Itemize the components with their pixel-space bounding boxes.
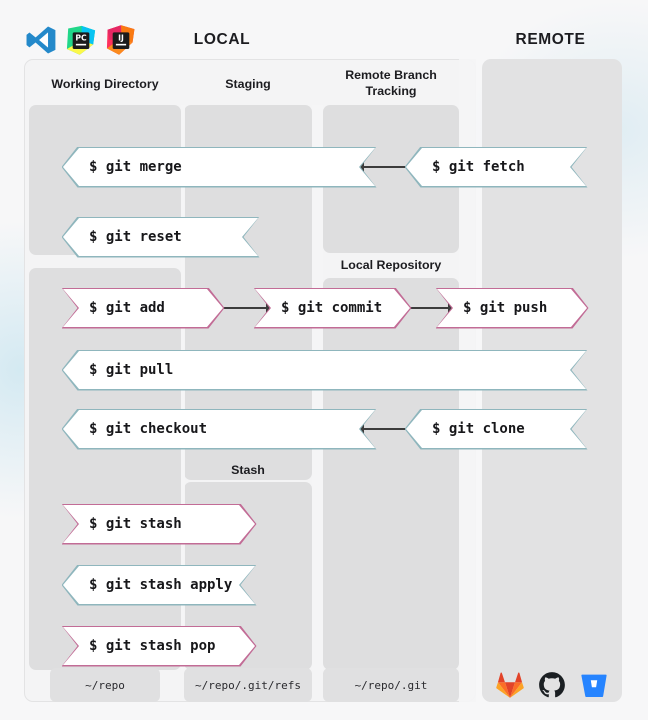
command-label-git-reset: $ git reset [63,218,258,256]
path-label-staging: ~/repo/.git/refs [184,668,312,702]
command-label-git-stash: $ git stash [63,505,255,543]
remote-zone-title: REMOTE [515,31,586,48]
section-label-local-repository: Local Repository [340,258,442,272]
command-git-push[interactable]: $ git push [437,289,587,327]
command-git-commit[interactable]: $ git commit [255,289,410,327]
command-git-clone[interactable]: $ git clone [406,410,586,448]
remote-service-icon-group [482,664,622,706]
command-label-git-stash-apply: $ git stash apply [63,566,255,604]
connector-fetch-to-merge [363,166,417,168]
command-label-git-merge: $ git merge [63,148,375,186]
bitbucket-icon[interactable] [580,671,608,699]
vscode-icon[interactable] [25,24,57,56]
connector-add-to-commit [218,307,270,309]
command-label-git-commit: $ git commit [255,289,410,327]
command-label-git-stash-pop: $ git stash pop [63,627,255,665]
column-header-remote-branch-tracking: Remote Branch Tracking [320,67,462,99]
rbt-header-line1: Remote Branch [345,68,437,82]
connector-clone-to-checkout [363,428,417,430]
command-git-merge[interactable]: $ git merge [63,148,375,186]
connector-commit-to-push [400,307,452,309]
command-git-stash[interactable]: $ git stash [63,505,255,543]
command-git-checkout[interactable]: $ git checkout [63,410,375,448]
command-label-git-clone: $ git clone [406,410,586,448]
intellij-icon[interactable]: IJ [105,24,137,56]
command-git-pull[interactable]: $ git pull [63,351,586,389]
column-header-staging: Staging [225,77,271,91]
command-git-stash-pop[interactable]: $ git stash pop [63,627,255,665]
command-git-stash-apply[interactable]: $ git stash apply [63,566,255,604]
command-label-git-checkout: $ git checkout [63,410,375,448]
topbar: PC IJ LOCAL REMOTE [0,0,648,62]
command-label-git-pull: $ git pull [63,351,586,389]
local-repository-track [323,278,459,670]
svg-text:IJ: IJ [118,34,124,43]
section-label-stash: Stash [231,463,265,477]
command-git-add[interactable]: $ git add [63,289,223,327]
local-zone-title: LOCAL [193,31,251,48]
column-header-working-directory: Working Directory [51,77,159,91]
command-git-reset[interactable]: $ git reset [63,218,258,256]
pycharm-icon[interactable]: PC [65,24,97,56]
ide-icon-group: PC IJ [25,24,137,56]
github-icon[interactable] [538,671,566,699]
command-label-git-push: $ git push [437,289,587,327]
path-label-local-repository: ~/repo/.git [323,668,459,702]
gitlab-icon[interactable] [496,671,524,699]
rbt-header-line2: Tracking [365,84,417,98]
svg-text:PC: PC [75,34,87,43]
command-label-git-fetch: $ git fetch [406,148,586,186]
path-label-working-directory: ~/repo [50,668,160,702]
command-git-fetch[interactable]: $ git fetch [406,148,586,186]
command-label-git-add: $ git add [63,289,223,327]
